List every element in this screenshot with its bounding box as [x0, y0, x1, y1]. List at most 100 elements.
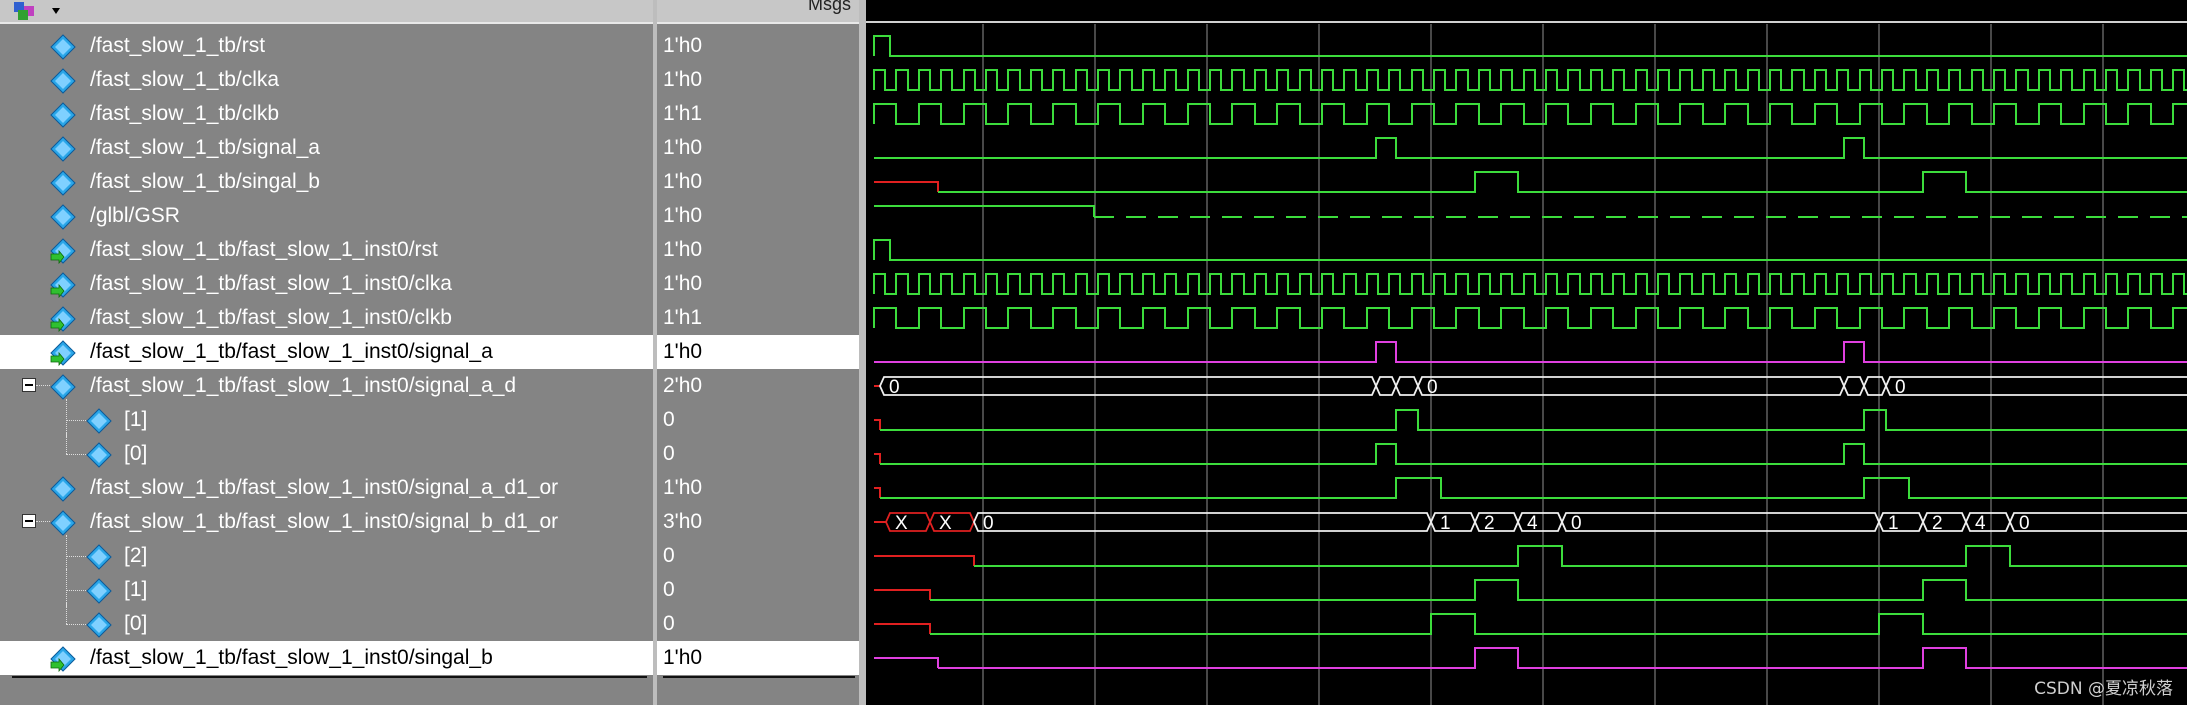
collapse-toggle-icon[interactable]	[22, 378, 36, 392]
horizontal-scrollbar[interactable]	[663, 676, 855, 678]
signal-row[interactable]: [2]	[0, 535, 657, 573]
input-signal-icon	[50, 170, 76, 196]
signal-name: /fast_slow_1_tb/rst	[90, 34, 266, 57]
wave-signal_a	[874, 137, 2187, 159]
wave-signal_b_d1_or-segment	[1561, 512, 1880, 532]
signal-name: [0]	[124, 442, 148, 465]
wave-signal_b_d1_or-segment	[1430, 512, 1476, 532]
register-icon	[86, 442, 112, 468]
wave-clka	[873, 69, 2187, 91]
tree-connector	[66, 420, 86, 421]
wave-signal_b_d1_or-segment	[885, 512, 931, 532]
signal-row[interactable]: /fast_slow_1_tb/fast_slow_1_inst0/signal…	[0, 471, 657, 505]
tree-connector	[66, 556, 86, 557]
signal-row[interactable]: /fast_slow_1_tb/singal_b	[0, 165, 657, 199]
wave-signal_b_d1_or-segment	[1965, 512, 2011, 532]
value-row: 1'h0	[657, 63, 861, 97]
signal-row[interactable]: /fast_slow_1_tb/fast_slow_1_inst0/clkb	[0, 301, 657, 335]
value-row: 1'h0	[657, 29, 861, 63]
wave-signal_a_d-segment	[879, 376, 1377, 396]
signal-value: 0	[663, 578, 675, 601]
wave-singal_b-undefined	[874, 181, 939, 192]
value-row: 1'h0	[657, 199, 861, 233]
register-icon	[50, 510, 76, 536]
wave-signal_b_d1_or-value: 2	[1484, 513, 1495, 534]
value-row: 0	[657, 437, 861, 471]
signal-row[interactable]: [0]	[0, 433, 657, 471]
signal-value: 1'h0	[663, 238, 703, 261]
pane-divider-1[interactable]	[653, 0, 659, 705]
signal-name: [0]	[124, 612, 148, 635]
signal-name: [2]	[124, 544, 148, 567]
signal-row[interactable]: /fast_slow_1_tb/fast_slow_1_inst0/signal…	[0, 335, 657, 369]
wave-signal_a_d-segment	[1843, 376, 1865, 396]
wave-singal_b	[938, 171, 2187, 193]
signal-name: [1]	[124, 408, 148, 431]
register-icon	[50, 476, 76, 502]
signal-names-pane[interactable]: /fast_slow_1_tb/rst/fast_slow_1_tb/clka /…	[0, 0, 657, 705]
signal-name: /fast_slow_1_tb/fast_slow_1_inst0/signal…	[90, 510, 559, 533]
signal-name: /fast_slow_1_tb/fast_slow_1_inst0/clkb	[90, 306, 452, 329]
tree-connector	[66, 535, 67, 573]
wave-signal_a_d-1	[880, 409, 2187, 431]
signal-row[interactable]: /fast_slow_1_tb/signal_a	[0, 131, 657, 165]
signal-row[interactable]: [1]	[0, 399, 657, 437]
signal-name: /fast_slow_1_tb/fast_slow_1_inst0/clka	[90, 272, 452, 295]
signal-row[interactable]: /fast_slow_1_tb/rst	[0, 29, 657, 63]
wave-signal_a_d-segment	[1885, 376, 2187, 396]
signal-value: 1'h1	[663, 306, 703, 329]
signal-row[interactable]: /fast_slow_1_tb/fast_slow_1_inst0/signal…	[0, 505, 657, 539]
signal-value: 1'h0	[663, 204, 703, 227]
input-signal-icon	[50, 68, 76, 94]
signal-row[interactable]: [1]	[0, 569, 657, 607]
wave-signal_b_d1_or-0-undefined	[874, 623, 931, 634]
wave-signal_a_d-value: 0	[1427, 377, 1438, 398]
wave-signal_a_d-0-undefined	[874, 453, 881, 464]
signal-row[interactable]: /fast_slow_1_tb/clka	[0, 63, 657, 97]
wave-signal_b_d1_or-value: X	[895, 513, 908, 534]
value-row: 3'h0	[657, 505, 861, 539]
port-out-icon	[50, 340, 76, 367]
signal-row[interactable]: /glbl/GSR	[0, 199, 657, 233]
tree-connector	[66, 454, 86, 455]
wave-signal_a_d-value: 0	[889, 377, 900, 398]
signal-row[interactable]: /fast_slow_1_tb/clkb	[0, 97, 657, 131]
signal-row[interactable]: /fast_slow_1_tb/fast_slow_1_inst0/singal…	[0, 641, 657, 675]
signal-row[interactable]: [0]	[0, 603, 657, 641]
value-row: 1'h1	[657, 301, 861, 335]
wave-signal_b_d1_or-value: X	[939, 513, 952, 534]
horizontal-scrollbar[interactable]	[12, 676, 647, 678]
port-in-icon	[50, 238, 76, 265]
value-row: 1'h0	[657, 267, 861, 301]
wave-signal_b_d1_or-1	[930, 579, 2187, 601]
wave-inst-signal_a	[874, 341, 2187, 363]
input-signal-icon	[50, 102, 76, 128]
collapse-toggle-icon[interactable]	[22, 514, 36, 528]
signal-row[interactable]: /fast_slow_1_tb/fast_slow_1_inst0/rst	[0, 233, 657, 267]
register-icon	[86, 408, 112, 434]
tree-connector	[66, 603, 67, 624]
signal-row[interactable]: /fast_slow_1_tb/fast_slow_1_inst0/clka	[0, 267, 657, 301]
wave-toolbar-icon[interactable]	[12, 0, 68, 22]
wave-signal_b_d1_or-value: 0	[2019, 513, 2030, 534]
pane-divider-2[interactable]	[859, 0, 866, 705]
wave-signal_a_d-segment	[1375, 376, 1397, 396]
wave-signal_b_d1_or-value: 0	[983, 513, 994, 534]
signal-row[interactable]: /fast_slow_1_tb/fast_slow_1_inst0/signal…	[0, 369, 657, 403]
value-row: 0	[657, 403, 861, 437]
input-signal-icon	[50, 34, 76, 60]
signal-value: 1'h0	[663, 68, 703, 91]
wave-signal_a_d-1-undefined	[874, 419, 881, 430]
signal-name: /fast_slow_1_tb/clkb	[90, 102, 280, 125]
value-row: 1'h0	[657, 233, 861, 267]
signal-name: /fast_slow_1_tb/fast_slow_1_inst0/singal…	[90, 646, 493, 669]
watermark: CSDN @夏凉秋落	[2034, 679, 2173, 699]
wave-signal_b_d1_or-2-undefined	[874, 555, 975, 566]
port-out-icon	[50, 646, 76, 673]
wave-signal_b_d1_or-segment	[973, 512, 1432, 532]
wave-signal_a_d1_or-undefined	[874, 487, 881, 498]
signal-value: 3'h0	[663, 510, 703, 533]
value-row: 1'h0	[657, 165, 861, 199]
